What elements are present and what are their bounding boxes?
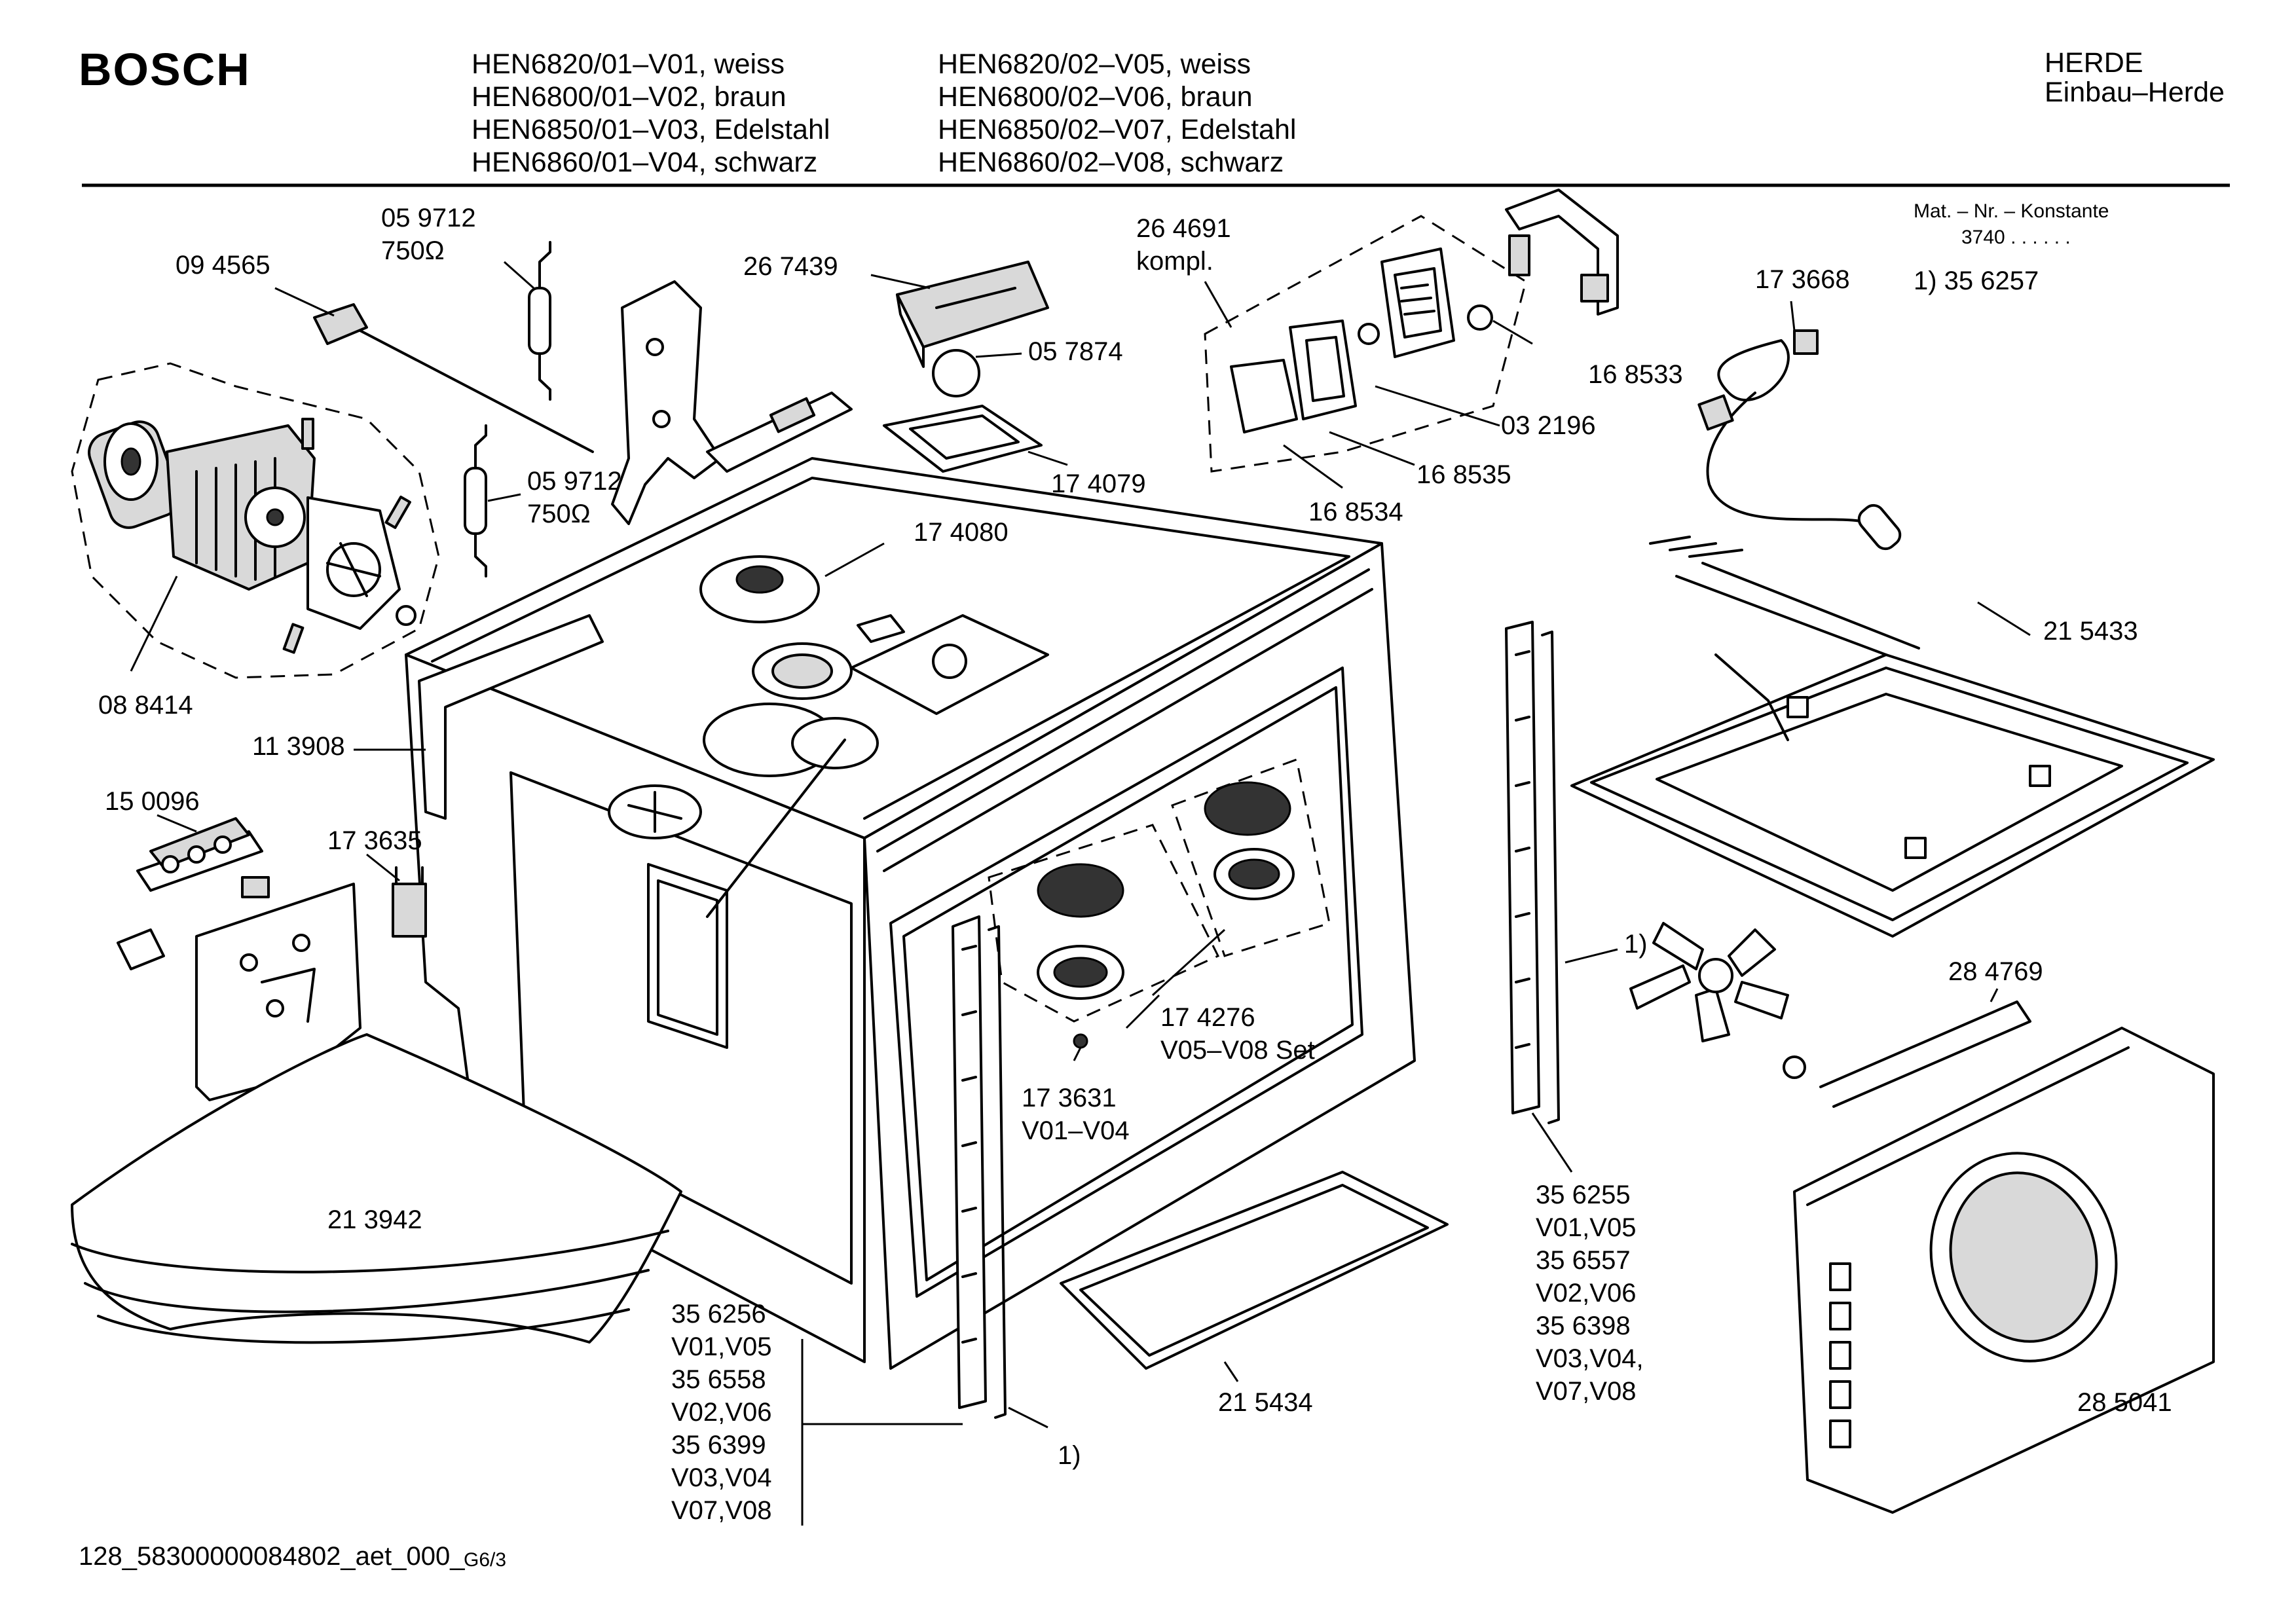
category-title: HERDE xyxy=(2045,47,2143,79)
model-list-right: HEN6820/02–V05, weiss HEN6800/02–V06, br… xyxy=(938,48,1296,178)
variant-line: V01,V05 xyxy=(671,1332,771,1361)
variant-line: V07,V08 xyxy=(1536,1377,1636,1406)
fan-wheel xyxy=(1629,922,1806,1079)
variant-line: 35 6256 xyxy=(671,1300,766,1328)
temperature-sensor xyxy=(274,287,594,453)
side-seal-right xyxy=(1505,621,1618,1173)
drawing-code: 128_58300000084802_aet_000_ xyxy=(79,1542,465,1571)
part-label: 05 9712 xyxy=(381,204,476,232)
variant-line: 35 6255 xyxy=(1536,1181,1631,1209)
part-label: 11 3908 xyxy=(252,732,345,761)
part-label: 05 7874 xyxy=(1028,337,1123,366)
cover-bracket xyxy=(1505,189,1619,316)
model-line: HEN6850/01–V03, Edelstahl xyxy=(472,114,830,145)
variant-line: 35 6558 xyxy=(671,1365,766,1394)
terminal-block xyxy=(117,814,270,970)
part-label: 03 2196 xyxy=(1501,411,1596,440)
model-list-left: HEN6820/01–V01, weiss HEN6800/01–V02, br… xyxy=(472,48,830,178)
part-label: 09 4565 xyxy=(176,251,270,280)
part-label: 08 8414 xyxy=(98,691,193,720)
part-label: 16 8534 xyxy=(1308,498,1403,526)
part-label: 17 4276 xyxy=(1160,1003,1255,1032)
drawing-sheet: G6/3 xyxy=(464,1549,506,1571)
header: BOSCH HEN6820/01–V01, weiss HEN6800/01–V… xyxy=(79,44,2230,187)
variant-line: V03,V04, xyxy=(1536,1344,1644,1373)
grill-heater xyxy=(1570,536,2215,938)
constant-note-title: Mat. – Nr. – Konstante xyxy=(1914,200,2109,222)
part-label: kompl. xyxy=(1136,247,1213,276)
part-label: 750Ω xyxy=(381,236,445,265)
part-label: 16 8533 xyxy=(1588,360,1683,389)
side-seal-left xyxy=(952,915,1048,1429)
lamp-set xyxy=(1204,215,1533,489)
variant-list-right: 35 6255 V01,V05 35 6557 V02,V06 35 6398 … xyxy=(1536,1181,1644,1406)
part-label: 21 5434 xyxy=(1218,1388,1313,1417)
part-label: 17 3635 xyxy=(327,826,422,855)
category-subtitle: Einbau–Herde xyxy=(2045,77,2225,108)
oven-lamp-housing xyxy=(870,261,1049,397)
part-label: 05 9712 xyxy=(527,467,622,496)
part-label: 15 0096 xyxy=(105,787,200,816)
part-label: 1) xyxy=(1624,930,1648,959)
mounting-bracket xyxy=(611,280,853,525)
part-label: 17 4079 xyxy=(1051,469,1146,498)
model-line: HEN6850/02–V07, Edelstahl xyxy=(938,114,1296,145)
model-line: HEN6860/02–V08, schwarz xyxy=(938,147,1284,178)
part-label: 1) xyxy=(1058,1441,1081,1470)
insulation-mat xyxy=(71,1033,682,1344)
part-label: 21 5433 xyxy=(2043,617,2138,646)
model-line: HEN6800/02–V06, braun xyxy=(938,81,1253,113)
footer: 128_58300000084802_aet_000_ G6/3 xyxy=(79,1542,506,1571)
variant-line: 35 6398 xyxy=(1536,1311,1631,1340)
variant-line: V07,V08 xyxy=(671,1496,771,1525)
part-label: 28 4769 xyxy=(1948,957,2043,986)
model-line: HEN6800/01–V02, braun xyxy=(472,81,787,113)
part-label: V05–V08 Set xyxy=(1160,1036,1315,1065)
part-label: 750Ω xyxy=(527,500,591,528)
part-label: 21 3942 xyxy=(327,1205,422,1234)
variant-line: V02,V06 xyxy=(671,1398,771,1427)
variant-list-bottom: 35 6256 V01,V05 35 6558 V02,V06 35 6399 … xyxy=(671,1300,963,1526)
fan-cover xyxy=(1793,988,2215,1514)
variant-line: 35 6557 xyxy=(1536,1246,1631,1275)
part-label: V01–V04 xyxy=(1022,1116,1130,1145)
resistor-top xyxy=(504,241,551,401)
model-line: HEN6820/01–V01, weiss xyxy=(472,48,785,80)
brand-logo: BOSCH xyxy=(79,44,251,95)
lamp-frame xyxy=(883,405,1068,473)
part-label: 16 8535 xyxy=(1416,460,1511,489)
part-label: 26 7439 xyxy=(743,252,838,281)
constant-note: Mat. – Nr. – Konstante 3740 . . . . . . … xyxy=(1914,200,2109,295)
resistor-bottom xyxy=(464,424,521,577)
constant-note-item: 1) 35 6257 xyxy=(1914,266,2039,295)
part-label: 17 4080 xyxy=(914,518,1009,547)
bottom-heater xyxy=(1060,1171,1449,1382)
part-label: 28 5041 xyxy=(2077,1388,2172,1417)
variant-line: V02,V06 xyxy=(1536,1279,1636,1308)
part-label: 17 3668 xyxy=(1755,265,1850,294)
model-line: HEN6820/02–V05, weiss xyxy=(938,48,1251,80)
constant-note-value: 3740 . . . . . . xyxy=(1961,227,2071,248)
cable-harness xyxy=(1697,301,1902,551)
fan-motor-assembly xyxy=(71,362,440,679)
part-label: 17 3631 xyxy=(1022,1084,1117,1112)
part-label: 26 4691 xyxy=(1136,214,1231,243)
variant-line: 35 6399 xyxy=(671,1431,766,1459)
variant-line: V03,V04 xyxy=(671,1463,771,1492)
model-line: HEN6860/01–V04, schwarz xyxy=(472,147,817,178)
variant-line: V01,V05 xyxy=(1536,1213,1636,1242)
